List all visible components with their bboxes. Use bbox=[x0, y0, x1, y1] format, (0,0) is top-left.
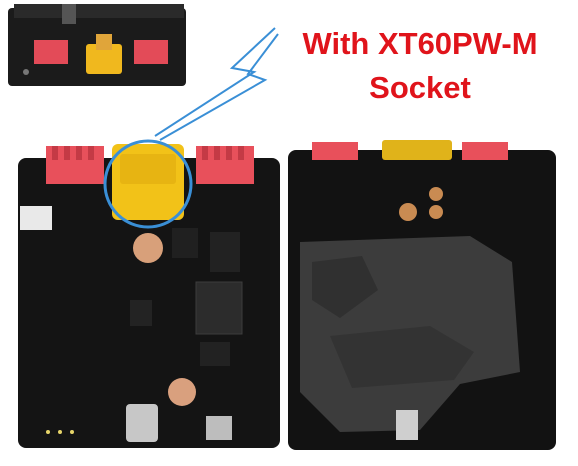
callout-line-2: Socket bbox=[369, 70, 471, 105]
front-board bbox=[18, 139, 280, 448]
callout-arrow bbox=[154, 27, 279, 141]
callout-text: With XT60PW-M Socket bbox=[270, 22, 570, 110]
inset-board-photo bbox=[8, 4, 186, 86]
highlight-circle bbox=[103, 139, 193, 229]
back-board bbox=[288, 140, 556, 450]
callout-line-1: With XT60PW-M bbox=[302, 26, 538, 61]
